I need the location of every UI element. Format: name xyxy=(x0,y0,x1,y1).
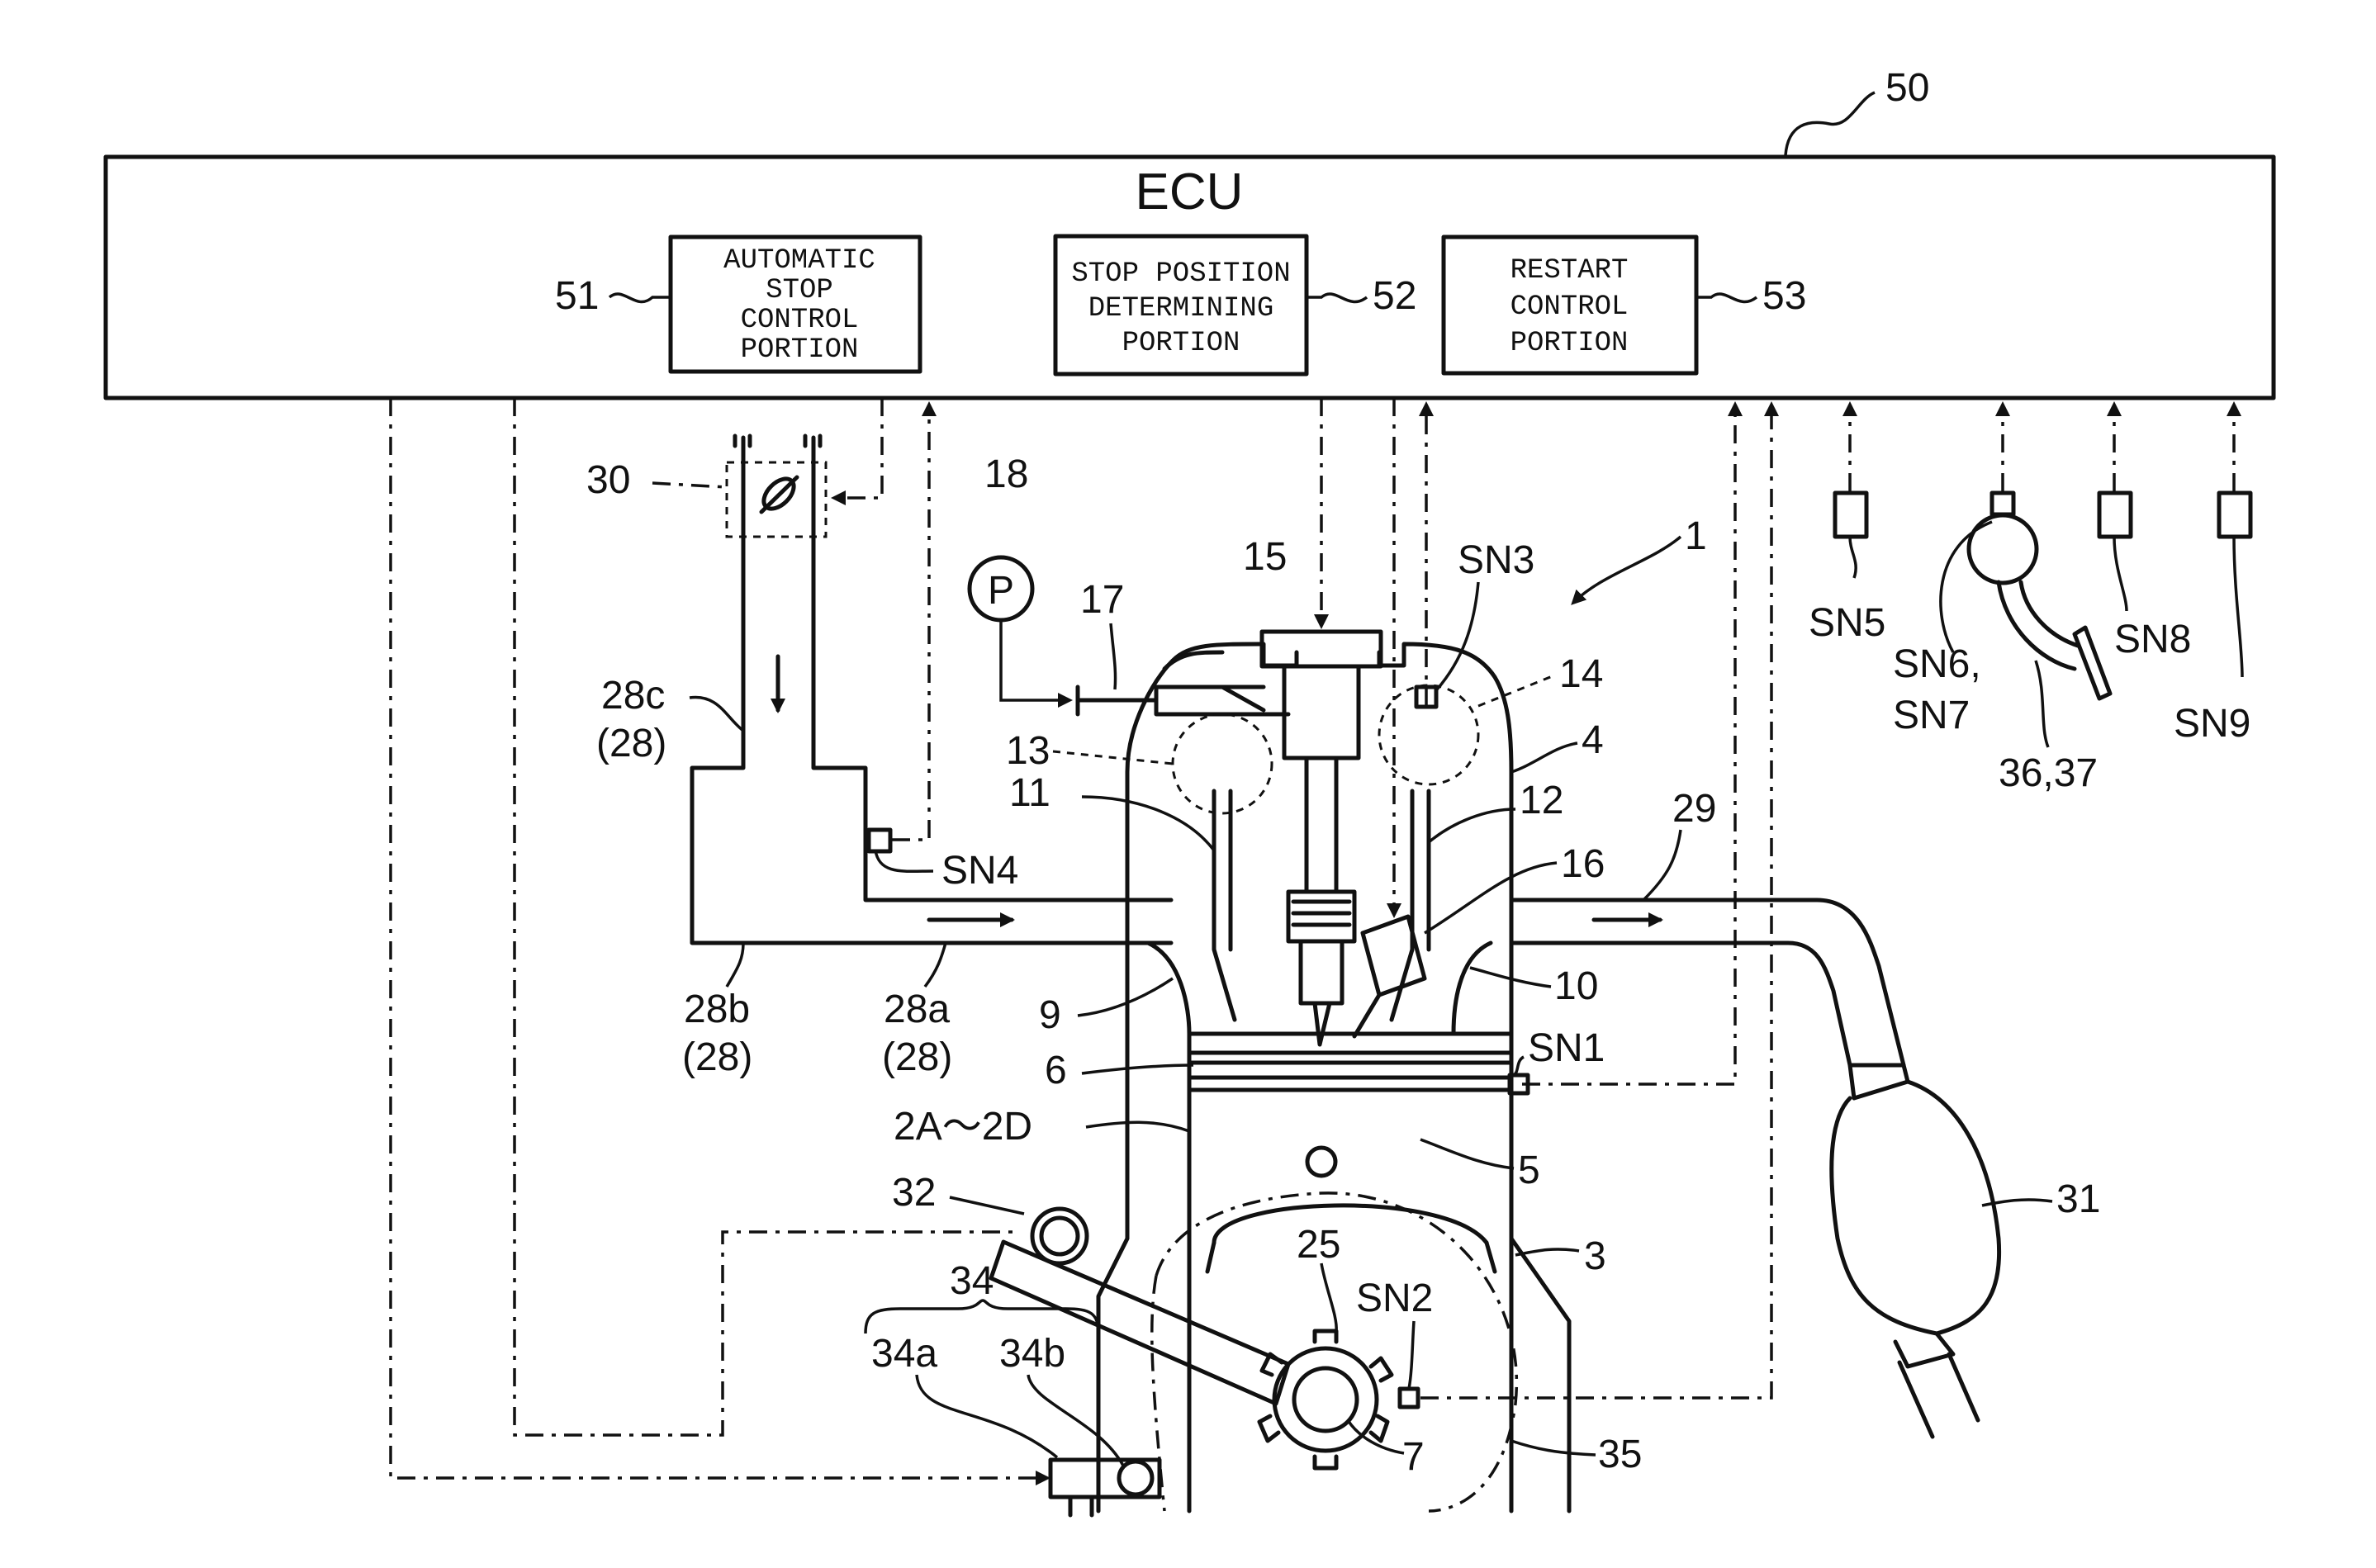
catalyst-label: 31 xyxy=(2056,1177,2100,1221)
stop-position-determining-portion: STOP POSITION DETERMINING PORTION 52 xyxy=(1055,236,1416,374)
stop-control-line-2: STOP xyxy=(766,275,833,306)
crankshaft-label: 7 xyxy=(1402,1435,1425,1479)
intake-system: 30 SN4 28c (28) 28b (28) 28a (28) xyxy=(586,436,1171,1079)
intake-camshaft xyxy=(1173,714,1272,813)
intake-valve-label: 11 xyxy=(1009,771,1050,815)
spark-plug-label: 16 xyxy=(1561,842,1605,886)
ecu-block: ECU 50 AUTOMATIC STOP CONTROL PORTION 51… xyxy=(106,66,2274,398)
exhaust-pipe-label: 29 xyxy=(1672,787,1716,831)
ecu-title: ECU xyxy=(1136,163,1244,220)
spark-plug xyxy=(1288,892,1354,1045)
restart-control-portion: RESTART CONTROL PORTION 53 xyxy=(1444,237,1806,373)
automatic-stop-control-portion: AUTOMATIC STOP CONTROL PORTION 51 xyxy=(555,237,920,372)
sn4-label: SN4 xyxy=(941,849,1018,893)
sn8-label: SN8 xyxy=(2114,618,2191,661)
sn1-label: SN1 xyxy=(1528,1026,1605,1070)
fuel-pump-label: 18 xyxy=(984,452,1028,496)
stop-position-line-3: PORTION xyxy=(1122,328,1240,359)
signal-lines xyxy=(391,398,2234,1478)
alternator: 32 34 34a 34b xyxy=(866,1171,1160,1515)
intake-28c-sub: (28) xyxy=(596,722,666,765)
intake-28c-label: 28c xyxy=(601,674,665,718)
head-label: 4 xyxy=(1582,718,1604,762)
sensor-sn6-sn7: SN6, SN7 36,37 xyxy=(1893,493,2110,795)
exhaust-port-label: 10 xyxy=(1554,964,1598,1008)
stop-control-line-1: AUTOMATIC xyxy=(723,245,875,277)
throttle-label: 30 xyxy=(586,458,630,502)
ring-gear: 25 7 xyxy=(1259,1223,1425,1479)
intake-28b-label: 28b xyxy=(684,988,750,1031)
intake-cam-label: 13 xyxy=(1006,729,1050,773)
block-label: 3 xyxy=(1584,1234,1606,1278)
ring-gear-label: 25 xyxy=(1297,1223,1340,1267)
stop-control-line-3: CONTROL xyxy=(741,305,859,336)
sensor-sn8: SN8 xyxy=(2099,493,2191,661)
exhaust-cam-label: 14 xyxy=(1559,652,1603,696)
alternator-b-label: 34b xyxy=(999,1332,1065,1376)
sn3-label: SN3 xyxy=(1458,538,1534,582)
fuel-rail-label: 17 xyxy=(1080,578,1124,622)
fuel-pump-symbol: P xyxy=(988,569,1014,613)
fuel-supply: P 18 17 xyxy=(970,452,1288,714)
exhaust-valve-label: 12 xyxy=(1520,779,1563,822)
throttle-valve: 30 xyxy=(586,458,826,537)
piston-label: 5 xyxy=(1518,1149,1540,1192)
stop-position-line-1: STOP POSITION xyxy=(1071,258,1290,290)
stop-position-ref: 52 xyxy=(1373,274,1416,318)
sensor-sn5: SN5 xyxy=(1809,493,1885,645)
alternator-a-label: 34a xyxy=(871,1332,937,1376)
catalytic-converter: 31 xyxy=(1832,1065,2101,1437)
sn2-label: SN2 xyxy=(1356,1277,1433,1320)
sn6-label: SN6, xyxy=(1893,642,1981,686)
cylinders-label: 2A～2D xyxy=(894,1105,1032,1149)
sn7-label: SN7 xyxy=(1893,694,1970,737)
stop-control-ref: 51 xyxy=(555,274,599,318)
stop-control-line-4: PORTION xyxy=(741,334,859,366)
restart-line-1: RESTART xyxy=(1510,255,1629,287)
alternator-pulley-label: 32 xyxy=(892,1171,936,1215)
restart-ref: 53 xyxy=(1762,274,1806,318)
intake-28b-sub: (28) xyxy=(682,1035,752,1079)
engine-label: 1 xyxy=(1685,514,1707,558)
ecu-ref-label: 50 xyxy=(1885,66,1929,110)
combustion-chamber-label: 6 xyxy=(1045,1049,1067,1092)
sn5-label: SN5 xyxy=(1809,601,1885,645)
pedal-label: 36,37 xyxy=(1999,751,2098,795)
alternator-label: 34 xyxy=(950,1259,994,1303)
restart-line-2: CONTROL xyxy=(1510,291,1629,323)
intake-28a-label: 28a xyxy=(884,988,950,1031)
intake-port-label: 9 xyxy=(1039,993,1061,1037)
intake-28a-sub: (28) xyxy=(882,1035,952,1079)
restart-line-3: PORTION xyxy=(1510,328,1629,359)
belt-label: 35 xyxy=(1598,1433,1642,1476)
sn9-label: SN9 xyxy=(2174,702,2250,746)
stop-position-line-2: DETERMINING xyxy=(1088,293,1273,324)
injector-label: 15 xyxy=(1243,535,1287,579)
